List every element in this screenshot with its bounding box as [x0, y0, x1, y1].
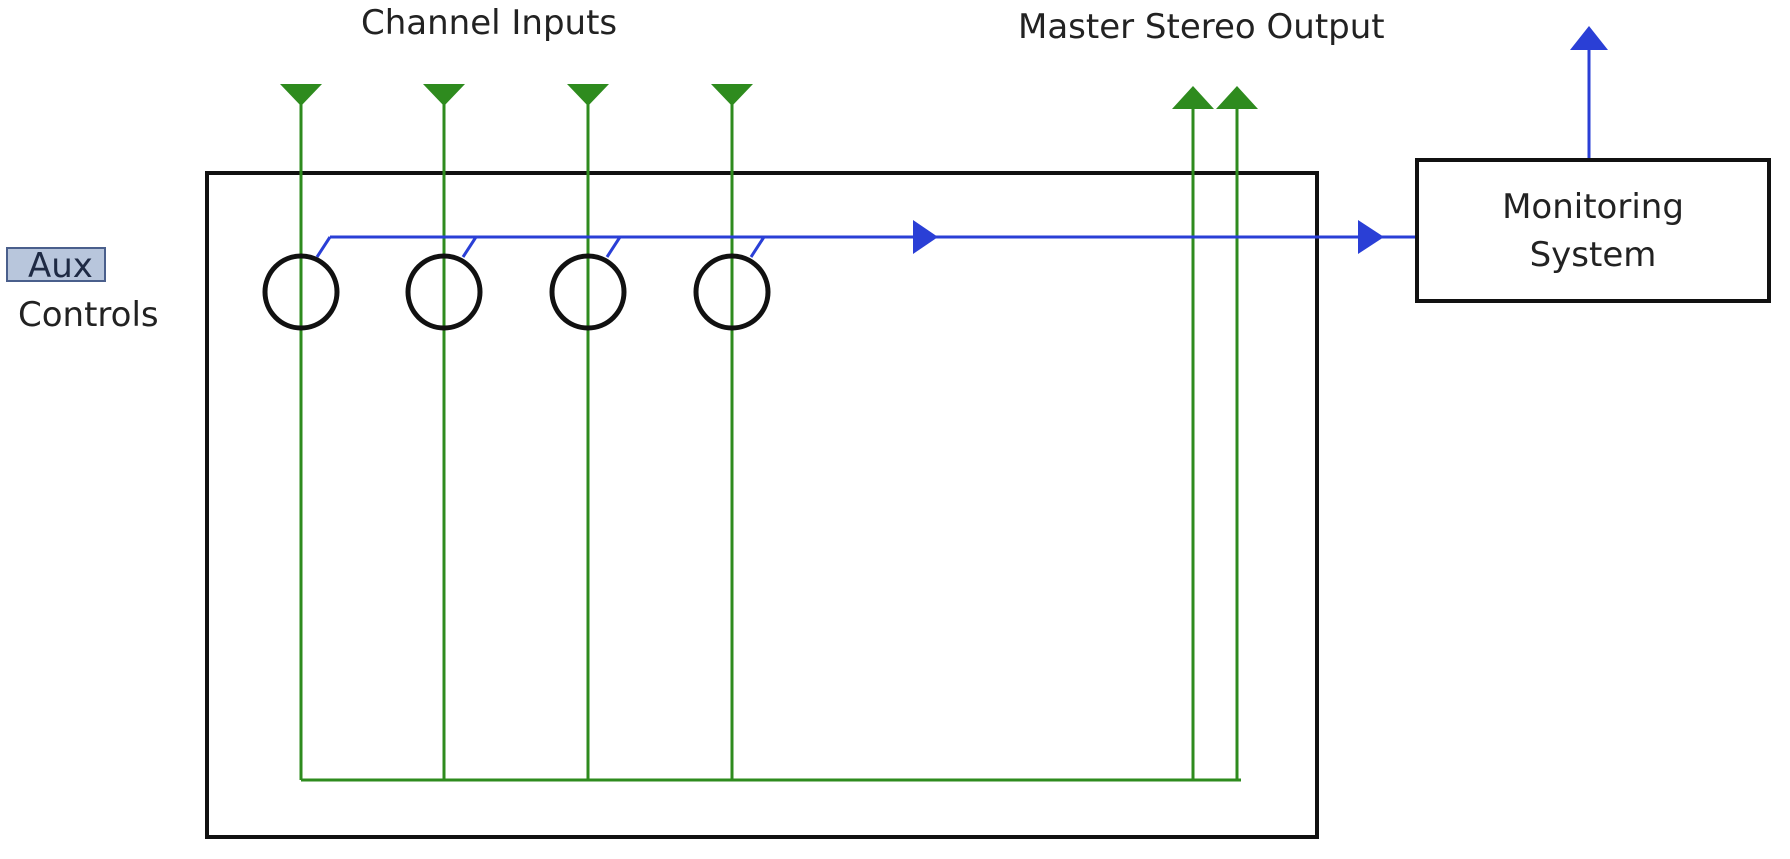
controls-label: Controls [18, 295, 159, 335]
aux-tap-3 [605, 236, 622, 258]
channel-3-arrow-icon [567, 84, 609, 106]
channel-inputs-label: Channel Inputs [361, 3, 618, 43]
channel-input-lines [299, 94, 734, 780]
aux-knob-2 [405, 253, 483, 331]
aux-flow-arrow-icon [913, 220, 938, 254]
aux-send-path [315, 220, 1415, 258]
aux-control-knobs [262, 253, 771, 331]
master-output-arrowheads [1172, 86, 1258, 109]
master-stereo-output-label: Master Stereo Output [1018, 7, 1385, 47]
aux-knob-4 [693, 253, 771, 331]
channel-input-arrowheads [280, 84, 753, 106]
monitoring-system-label-line2: System [1529, 234, 1657, 275]
aux-tap-4 [749, 236, 766, 258]
aux-label-highlight [6, 247, 106, 282]
monitoring-system-box: Monitoring System [1415, 158, 1771, 303]
aux-to-monitor-arrow-icon [1358, 220, 1384, 254]
master-right-arrow-icon [1216, 86, 1258, 109]
aux-knob-1 [262, 253, 340, 331]
channel-1-arrow-icon [280, 84, 322, 106]
channel-2-arrow-icon [423, 84, 465, 106]
monitoring-system-label-line1: Monitoring [1502, 186, 1684, 227]
channel-4-arrow-icon [711, 84, 753, 106]
aux-tap-1 [315, 236, 332, 258]
master-output-lines [1191, 104, 1239, 780]
aux-knob-3 [549, 253, 627, 331]
aux-tap-2 [461, 236, 478, 258]
monitor-output-arrow-icon [1570, 26, 1608, 50]
aux-label: Aux [28, 246, 93, 286]
mixer-console-box [205, 171, 1319, 839]
master-left-arrow-icon [1172, 86, 1214, 109]
